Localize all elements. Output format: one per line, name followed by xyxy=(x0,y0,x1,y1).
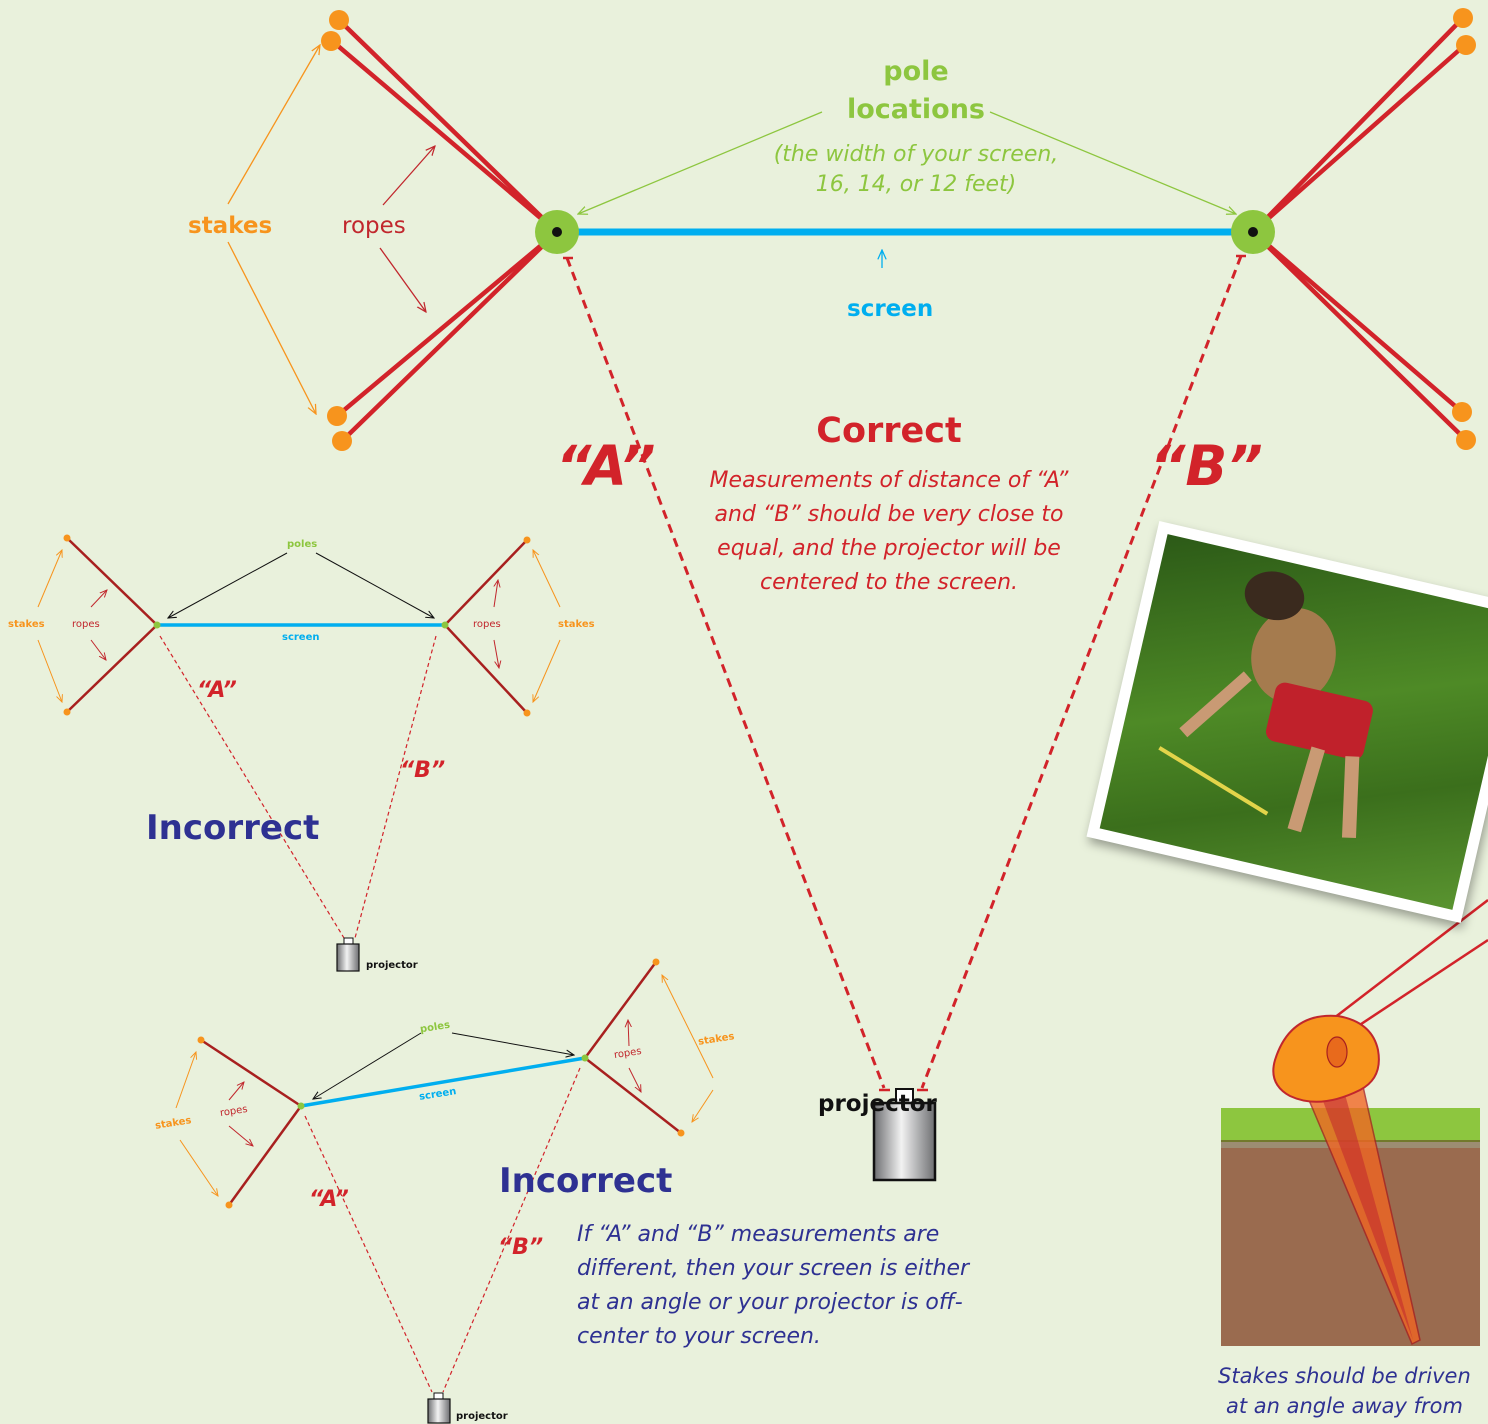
projector-icon xyxy=(336,937,360,972)
correct-title: Correct xyxy=(816,411,962,451)
pole-locations-note-1: (the width of your screen, xyxy=(773,142,1059,167)
stake-cross-section xyxy=(1221,899,1488,1346)
small-top-a-label: “A” xyxy=(197,678,237,703)
right-ropes xyxy=(1250,16,1469,443)
small-top-stakes-left: stakes xyxy=(8,619,45,630)
main-stakes xyxy=(321,8,1476,451)
small-top-diagram xyxy=(37,534,561,972)
screen-label: screen xyxy=(847,296,934,322)
incorrect-text-1: If “A” and “B” measurements are xyxy=(577,1222,940,1247)
stake-caption-2: at an angle away from xyxy=(1226,1394,1463,1418)
left-ropes xyxy=(328,17,560,444)
small-bottom-projector-label: projector xyxy=(456,1411,508,1422)
small-bottom-incorrect-title: Incorrect xyxy=(499,1161,673,1201)
incorrect-text-4: center to your screen. xyxy=(577,1324,821,1349)
small-top-b-label: “B” xyxy=(400,758,446,783)
small-top-projector-label: projector xyxy=(366,960,418,971)
projector-label: projector xyxy=(818,1091,937,1117)
measure-b-line xyxy=(920,255,1243,1089)
small-bottom-a-label: “A” xyxy=(309,1187,349,1212)
small-top-ropes-left: ropes xyxy=(72,619,100,630)
photo-grass xyxy=(1099,534,1488,910)
correct-text-2: and “B” should be very close to xyxy=(714,502,1064,527)
incorrect-text-2: different, then your screen is either xyxy=(577,1256,970,1281)
measure-a-line xyxy=(565,257,886,1089)
projector-icon xyxy=(872,1088,937,1182)
small-bottom-diagram xyxy=(175,958,714,1424)
ropes-label: ropes xyxy=(342,213,406,239)
small-top-incorrect-title: Incorrect xyxy=(146,808,320,848)
pole-locations-note-2: 16, 14, or 12 feet) xyxy=(815,172,1017,197)
small-bottom-b-label: “B” xyxy=(498,1235,544,1260)
small-top-stakes-right: stakes xyxy=(558,619,595,630)
correct-text-3: equal, and the projector will be xyxy=(717,536,1061,561)
incorrect-text-3: at an angle or your projector is off- xyxy=(577,1290,963,1315)
small-top-ropes-right: ropes xyxy=(473,619,501,630)
measure-a-label: “A” xyxy=(556,434,656,498)
stake-icon xyxy=(1272,1014,1421,1346)
main-diagram xyxy=(227,8,1476,1182)
small-top-screen-label: screen xyxy=(282,632,320,643)
correct-text-1: Measurements of distance of “A” xyxy=(709,468,1069,493)
pole-locations-title-2: locations xyxy=(846,94,986,125)
stake-caption-1: Stakes should be driven xyxy=(1218,1364,1471,1388)
correct-text-4: centered to the screen. xyxy=(759,570,1019,595)
stakes-label: stakes xyxy=(188,213,273,239)
pole-locations-title-1: pole xyxy=(883,56,949,87)
measure-b-label: “B” xyxy=(1150,434,1263,498)
small-top-poles-label: poles xyxy=(287,539,318,550)
projector-icon xyxy=(427,1392,451,1424)
photo-person-measuring xyxy=(1086,520,1488,924)
